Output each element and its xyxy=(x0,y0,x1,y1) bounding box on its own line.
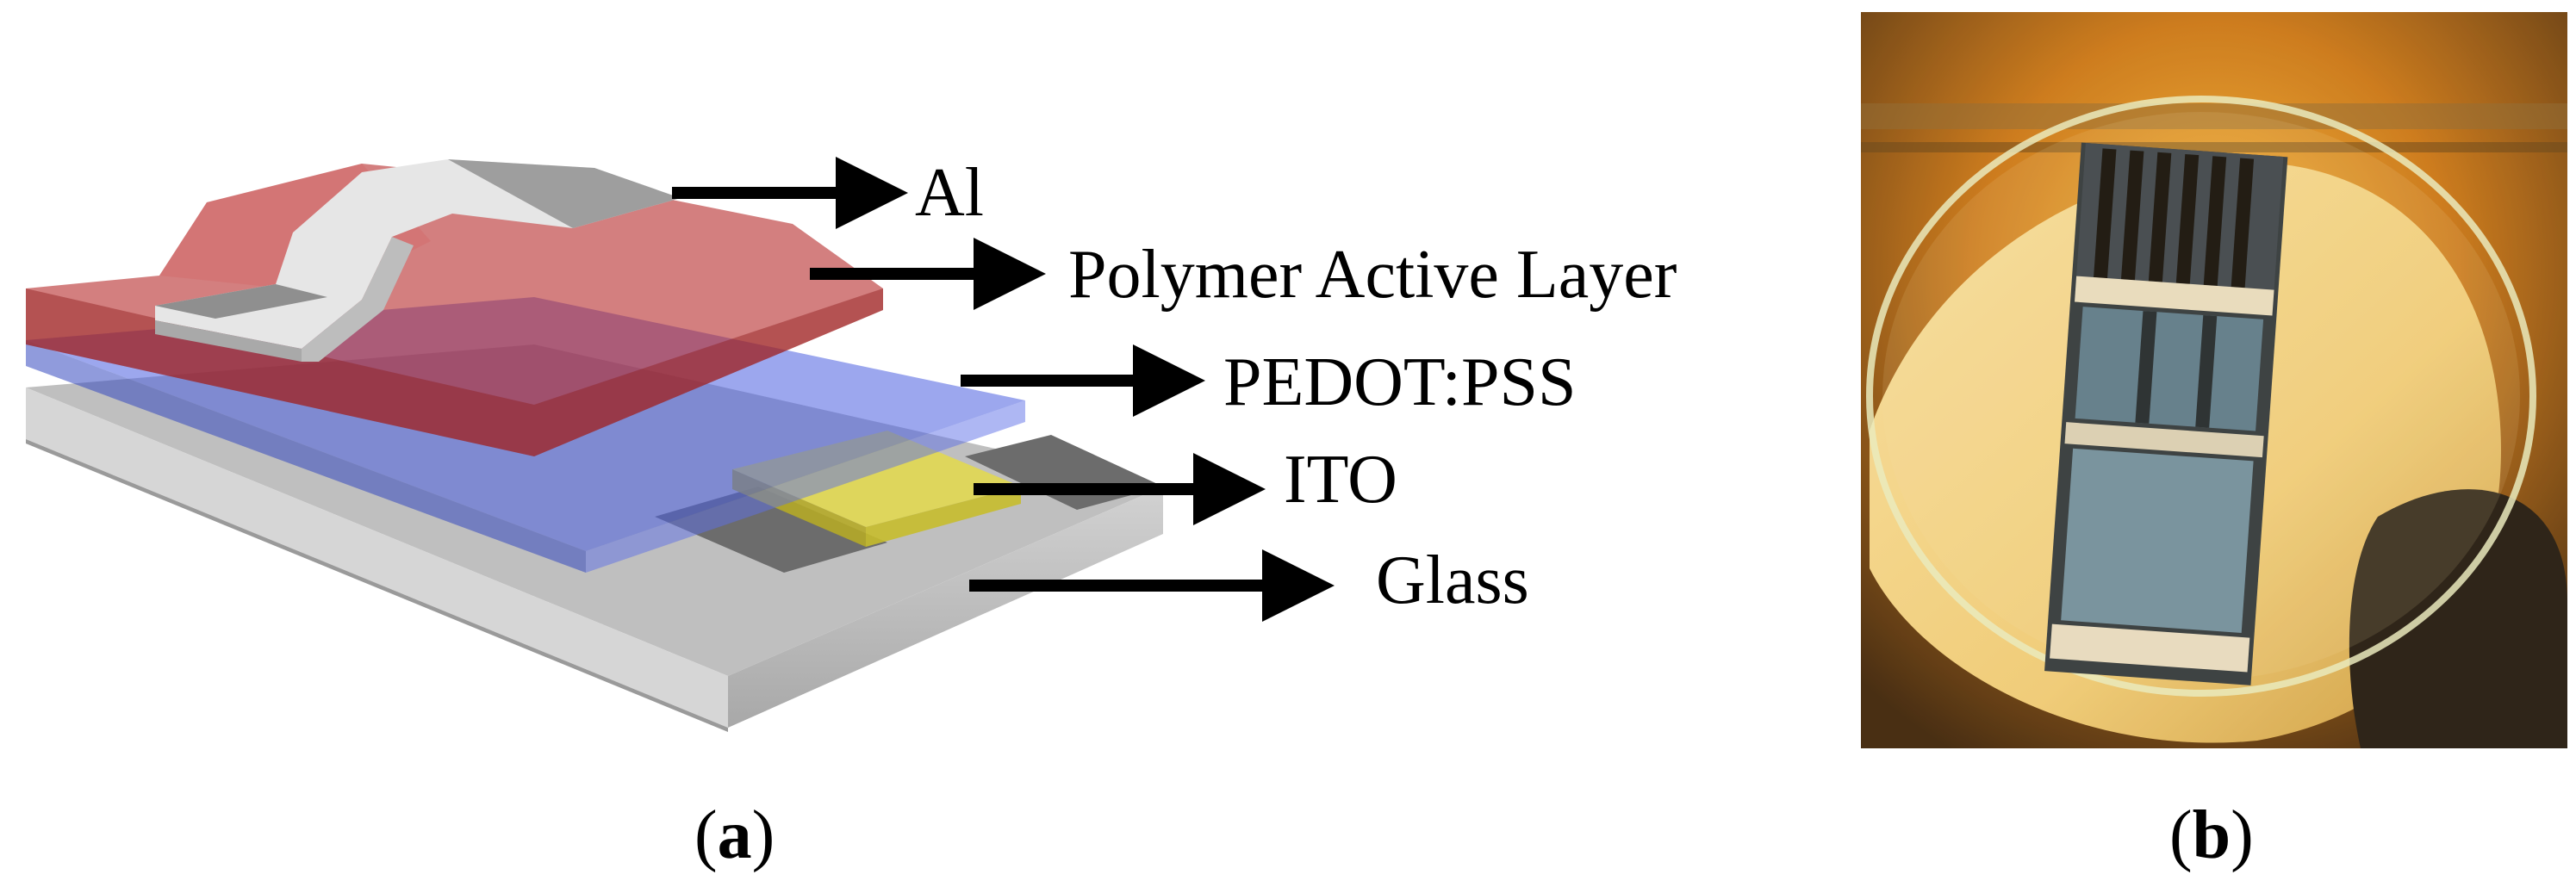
layer-arrows xyxy=(672,157,1335,622)
label-glass: Glass xyxy=(1376,543,1529,618)
label-ito: ITO xyxy=(1284,442,1397,518)
panel-label-a: (a) xyxy=(694,797,775,873)
device-schematic: Al Polymer Active Layer PEDOT:PSS ITO Gl… xyxy=(26,155,1677,732)
device-photo xyxy=(1861,12,2567,748)
label-al: Al xyxy=(915,155,984,231)
label-polymer-active-layer: Polymer Active Layer xyxy=(1068,237,1677,313)
panel-label-b: (b) xyxy=(2169,797,2254,873)
device-substrate xyxy=(2044,142,2288,685)
al-electrode xyxy=(155,159,681,362)
petri-dish xyxy=(1866,96,2536,697)
glove xyxy=(2349,489,2567,748)
label-pedot-pss: PEDOT:PSS xyxy=(1223,344,1577,420)
